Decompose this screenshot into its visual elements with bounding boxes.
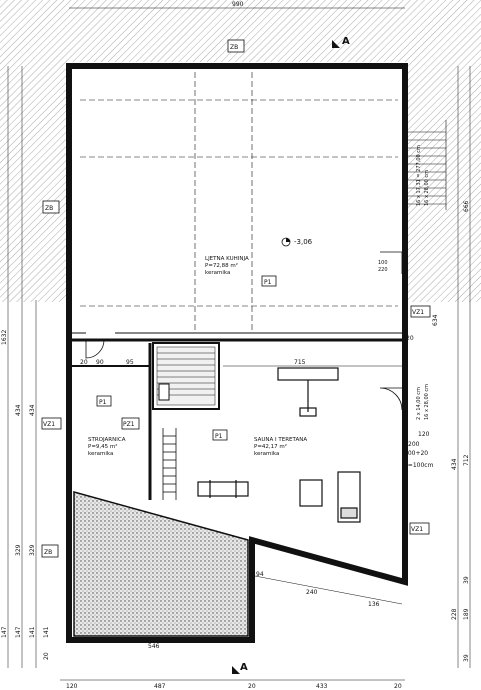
terrace-slab bbox=[73, 491, 249, 637]
tag-p1-sauna: P1 bbox=[212, 429, 228, 441]
doors bbox=[85, 251, 403, 411]
window-note-2: 16 x 28,00 cm bbox=[424, 384, 430, 420]
svg-text:A: A bbox=[342, 36, 350, 47]
dim-left-mid-3: 147 bbox=[15, 626, 22, 638]
svg-text:P1: P1 bbox=[99, 399, 107, 406]
dim-240: 240 bbox=[306, 589, 318, 596]
dim-90: 90 bbox=[96, 359, 104, 366]
dim-left-inner-3: 20 bbox=[43, 652, 50, 660]
stair-note-1: 16 x 17,31 = 277,00 cm bbox=[416, 145, 422, 206]
dim-left-mid-0: 434 bbox=[15, 404, 22, 416]
dim-20-b: 20 bbox=[406, 335, 414, 342]
svg-text:P1: P1 bbox=[264, 279, 272, 286]
room-floor-kitchen: keramika bbox=[205, 270, 230, 276]
dim-220: 220 bbox=[378, 267, 388, 273]
tag-vz1-right-lower: VZ1 bbox=[409, 522, 430, 535]
room-area-sauna: P=42,17 m² bbox=[254, 443, 287, 450]
wall-bars bbox=[162, 428, 177, 500]
terrain-hatch-top bbox=[0, 0, 481, 62]
dim-left-mid-2: 329 bbox=[15, 544, 22, 556]
tag-p1-kitchen: P1 bbox=[261, 275, 277, 287]
terrain-hatch-left bbox=[0, 62, 68, 302]
room-name-kitchen: LJETNA KUHINJA bbox=[205, 256, 249, 262]
dim-bottom-4: 20 bbox=[394, 683, 402, 690]
dim-right-outer-0: 666 bbox=[463, 200, 470, 212]
dim-94: 94 bbox=[256, 571, 264, 578]
dim-right-inner-0: 634 bbox=[432, 314, 439, 326]
room-floor-boiler: keramika bbox=[88, 451, 113, 457]
section-marker-top: A bbox=[332, 36, 350, 48]
window-note-1: 2 x 14,00 cm bbox=[416, 387, 422, 420]
level-marker: -3,06 bbox=[281, 237, 313, 247]
gym-equipment bbox=[197, 367, 361, 523]
dim-right-inner-2: 228 bbox=[451, 608, 458, 620]
dim-bottom-2: 20 bbox=[248, 683, 256, 690]
dim-right-outer-1: 712 bbox=[463, 454, 470, 466]
p-note: p=100cm bbox=[404, 462, 434, 469]
dim-136: 136 bbox=[368, 601, 380, 608]
room-area-boiler: P=9,45 m² bbox=[88, 443, 117, 450]
dim-left-mid-4: 141 bbox=[29, 626, 36, 638]
svg-text:ZB: ZB bbox=[230, 44, 238, 51]
dim-546: 546 bbox=[148, 643, 160, 650]
dim-left-inner-2: 141 bbox=[43, 626, 50, 638]
dim-100: 100 bbox=[378, 260, 388, 266]
dim-715: 715 bbox=[294, 359, 306, 366]
room-name-sauna: SAUNA I TERETANA bbox=[254, 437, 307, 443]
svg-text:VZ1: VZ1 bbox=[43, 421, 55, 428]
room-name-boiler: STROJARNICA bbox=[88, 437, 126, 443]
sauna-cabin bbox=[156, 346, 216, 406]
dim-top-total: 990 bbox=[232, 1, 244, 8]
dim-right-inner-4: 39 bbox=[463, 576, 470, 584]
dim-left-inner-1: 147 bbox=[1, 626, 8, 638]
svg-text:VZ1: VZ1 bbox=[412, 309, 424, 316]
dim-20-a: 20 bbox=[80, 359, 88, 366]
dimension-lines bbox=[7, 7, 471, 681]
section-marker-bottom: A bbox=[232, 662, 248, 674]
ceiling-grid bbox=[80, 72, 398, 332]
dim-right-inner-5: 39 bbox=[463, 654, 470, 662]
svg-text:A: A bbox=[240, 662, 248, 673]
dim-right-inner-1: 434 bbox=[451, 458, 458, 470]
dim-bottom-3: 433 bbox=[316, 683, 328, 690]
room-area-kitchen: P=72,88 m² bbox=[205, 262, 238, 269]
dim-left-outer: 1632 bbox=[1, 330, 8, 345]
dim-bottom-1: 487 bbox=[154, 683, 166, 690]
dim-200: 200 bbox=[408, 441, 420, 448]
terrain-hatch-right bbox=[405, 62, 481, 302]
tag-zb-left-upper: ZB bbox=[42, 200, 60, 214]
tag-zb-top: ZB bbox=[227, 39, 245, 53]
svg-text:-3,06: -3,06 bbox=[294, 238, 313, 246]
svg-text:PZ1: PZ1 bbox=[123, 421, 135, 428]
dim-left-inner-0: 329 bbox=[29, 544, 36, 556]
stair-note-2: 16 x 28,00 cm bbox=[424, 170, 430, 206]
tag-zb-left-lower: ZB bbox=[41, 544, 59, 558]
dim-100-20: 100+20 bbox=[404, 450, 428, 457]
dim-left-mid-1: 434 bbox=[29, 404, 36, 416]
tag-vz1-right-upper: VZ1 bbox=[410, 305, 431, 318]
svg-text:P1: P1 bbox=[215, 433, 223, 440]
svg-text:VZ1: VZ1 bbox=[411, 526, 423, 533]
svg-text:ZB: ZB bbox=[44, 549, 52, 556]
dim-right-inner-3: 189 bbox=[463, 608, 470, 620]
svg-text:ZB: ZB bbox=[45, 205, 53, 212]
stairs bbox=[408, 120, 447, 210]
room-floor-sauna: keramika bbox=[254, 451, 279, 457]
tag-p1-boiler: P1 bbox=[96, 395, 112, 407]
tag-pz1: PZ1 bbox=[121, 417, 140, 430]
dim-95: 95 bbox=[126, 359, 134, 366]
dim-120: 120 bbox=[418, 431, 430, 438]
dim-bottom-0: 120 bbox=[66, 683, 78, 690]
tag-vz1-left: VZ1 bbox=[41, 417, 62, 430]
exterior-wall bbox=[66, 63, 408, 643]
